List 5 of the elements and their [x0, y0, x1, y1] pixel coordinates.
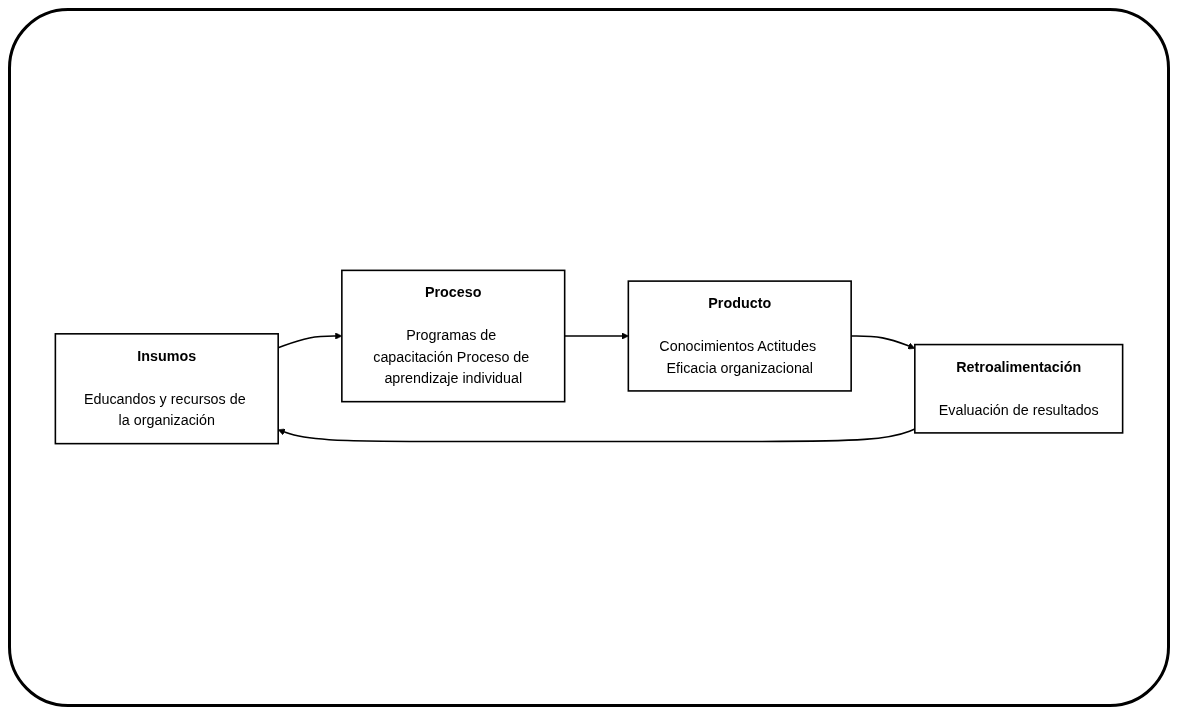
frame-border: Insumos Educandos y recursos de la organización Proceso Programas de capacitación Proceso de aprendizaje individual Producto Conocimientos Actitudes Eficacia organizacional Retroalimentación Evaluación de resultados [8, 8, 1170, 707]
node-box [341, 270, 566, 403]
node-box [54, 333, 279, 445]
node-box [627, 280, 852, 393]
node-box [914, 344, 1124, 435]
